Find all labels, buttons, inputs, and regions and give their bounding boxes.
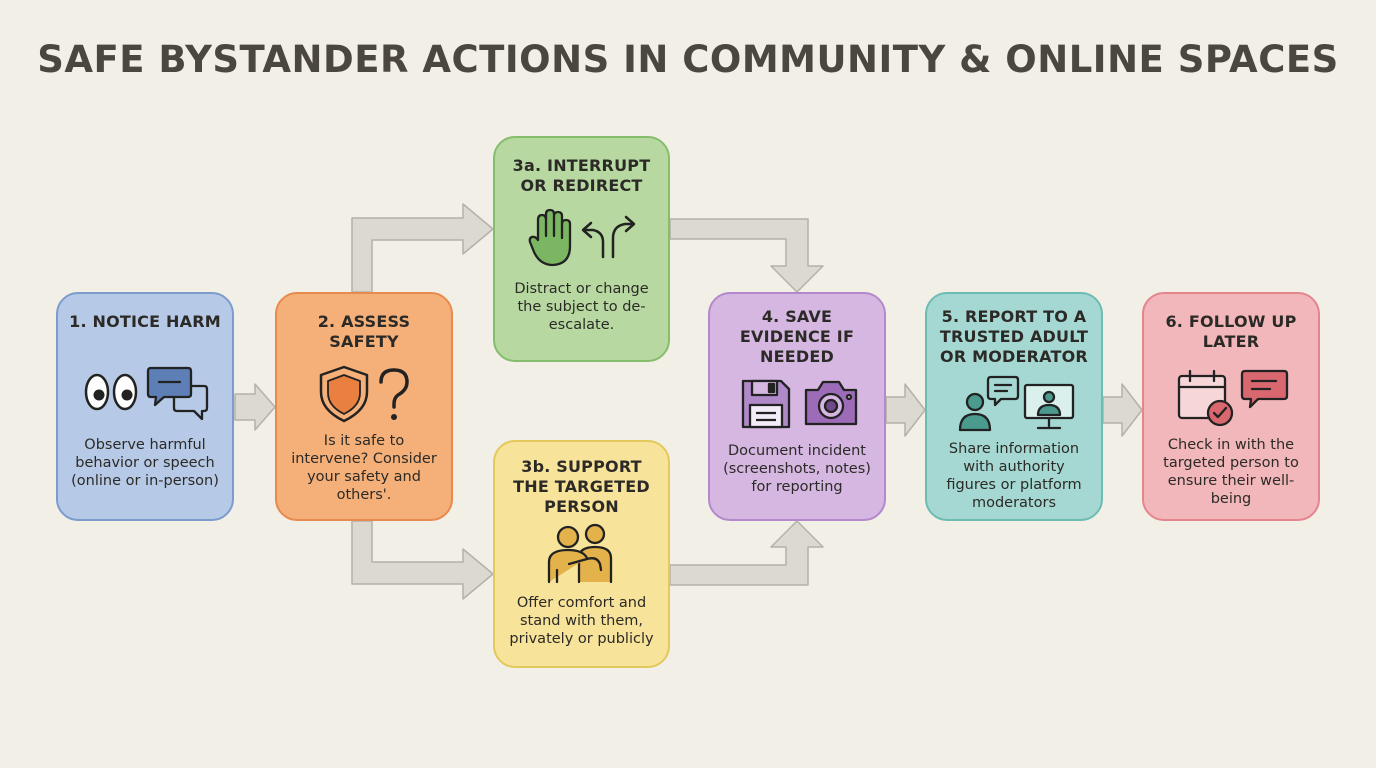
- step-save-evidence: 4. SAVE EVIDENCE IF NEEDED Document inci…: [708, 292, 886, 521]
- step-description: Distract or change the subject to de-esc…: [514, 281, 649, 333]
- step-title: 6. FOLLOW UP LATER: [1165, 312, 1297, 351]
- step-title: 5. REPORT TO A TRUSTED ADULT OR MODERATO…: [939, 307, 1089, 366]
- shield-icon: [319, 365, 369, 423]
- calendar-check-icon: [1177, 369, 1234, 427]
- step-interrupt-redirect: 3a. INTERRUPT OR REDIRECT Distract or ch…: [493, 136, 670, 362]
- step-title: 1. NOTICE HARM: [69, 312, 221, 331]
- arrow-notice-to-assess: [234, 383, 276, 431]
- arrow-interrupt-to-evidence: [669, 218, 824, 293]
- redirect-arrows-icon: [581, 215, 636, 259]
- arrow-assess-to-interrupt: [351, 203, 494, 293]
- step-title: 4. SAVE EVIDENCE IF NEEDED: [739, 307, 855, 366]
- step-support-targeted-person: 3b. SUPPORT THE TARGETED PERSON Offer co…: [493, 440, 670, 668]
- step-assess-safety: 2. ASSESS SAFETY Is it safe to intervene…: [275, 292, 453, 521]
- step-description: Observe harmful behavior or speech (onli…: [71, 437, 219, 489]
- arrow-support-to-evidence: [669, 520, 824, 586]
- eyes-icon: [84, 373, 138, 411]
- arrow-evidence-to-report: [885, 383, 926, 437]
- step-follow-up-later: 6. FOLLOW UP LATER Check in with the tar…: [1142, 292, 1320, 521]
- arrow-assess-to-support: [351, 520, 494, 600]
- arrow-report-to-followup: [1102, 383, 1143, 437]
- step-notice-harm: 1. NOTICE HARM Observe harmful behavior …: [56, 292, 234, 521]
- step-description: Offer comfort and stand with them, priva…: [509, 595, 654, 647]
- raised-hand-icon: [528, 208, 572, 267]
- step-description: Share information with authority figures…: [946, 441, 1082, 511]
- floppy-disk-icon: [741, 379, 791, 429]
- step-title: 3b. SUPPORT THE TARGETED PERSON: [513, 457, 650, 516]
- step-description: Document incident (screenshots, notes) f…: [723, 443, 871, 495]
- question-mark-icon: [379, 368, 409, 420]
- chat-bubbles-icon: [146, 366, 209, 421]
- step-report-trusted-adult: 5. REPORT TO A TRUSTED ADULT OR MODERATO…: [925, 292, 1103, 521]
- chat-bubble-icon: [1240, 369, 1289, 409]
- step-description: Check in with the targeted person to ens…: [1163, 437, 1299, 507]
- camera-icon: [804, 380, 858, 426]
- supporting-people-icon: [547, 523, 613, 584]
- step-title: 3a. INTERRUPT OR REDIRECT: [512, 156, 651, 195]
- person-speech-icon: [958, 375, 1020, 432]
- page-title: SAFE BYSTANDER ACTIONS IN COMMUNITY & ON…: [37, 38, 1339, 81]
- step-title: 2. ASSESS SAFETY: [317, 312, 411, 351]
- video-call-monitor-icon: [1023, 383, 1075, 430]
- step-description: Is it safe to intervene? Consider your s…: [291, 433, 437, 503]
